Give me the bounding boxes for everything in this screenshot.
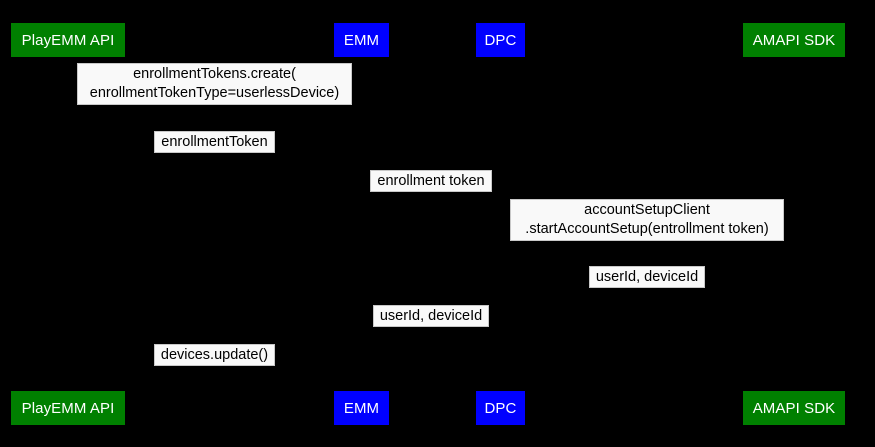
participant-amapi-sdk-top[interactable]: AMAPI SDK [743, 23, 845, 57]
arrow-msg-start-account-setup [500, 247, 794, 248]
arrowhead-msg-enrollment-token-return [353, 155, 362, 163]
arrowhead-msg-enrollment-token [492, 194, 501, 202]
participant-emm-top[interactable]: EMM [334, 23, 389, 57]
arrowhead-msg-start-account-setup [786, 243, 794, 251]
arrow-msg-userid-deviceid-dpc-to-emm [361, 333, 501, 334]
participant-dpc-bottom[interactable]: DPC [476, 391, 525, 425]
arrow-msg-enrollment-token [361, 198, 501, 199]
arrow-msg-enrollment-token-return [68, 159, 362, 160]
msg-enrollment-token: enrollment token [370, 170, 492, 192]
msg-userid-deviceid-sdk-to-dpc: userId, deviceId [589, 266, 705, 288]
msg-userid-deviceid-dpc-to-emm: userId, deviceId [373, 305, 489, 327]
participant-playemm-api-top[interactable]: PlayEMM API [11, 23, 125, 57]
msg-start-account-setup: accountSetupClient .startAccountSetup(en… [510, 199, 784, 241]
arrowhead-msg-devices-update [361, 368, 370, 376]
msg-enrollment-token-return: enrollmentToken [154, 131, 275, 153]
arrowhead-msg-enrollment-tokens-create [361, 107, 370, 115]
arrowhead-msg-userid-deviceid-sdk-to-dpc [794, 290, 802, 298]
msg-devices-update: devices.update() [154, 344, 275, 366]
lifeline-emm [362, 57, 363, 391]
participant-amapi-sdk-bottom[interactable]: AMAPI SDK [743, 391, 845, 425]
lifeline-dpc [501, 57, 502, 391]
participant-playemm-api-bottom[interactable]: PlayEMM API [11, 391, 125, 425]
participant-emm-bottom[interactable]: EMM [334, 391, 389, 425]
participant-dpc-top[interactable]: DPC [476, 23, 525, 57]
lifeline-playemm-api [68, 57, 69, 391]
arrow-msg-enrollment-tokens-create [68, 111, 362, 112]
arrowhead-msg-userid-deviceid-dpc-to-emm [500, 329, 509, 337]
arrow-msg-devices-update [68, 372, 362, 373]
msg-enrollment-tokens-create: enrollmentTokens.create( enrollmentToken… [77, 63, 352, 105]
arrow-msg-userid-deviceid-sdk-to-dpc [500, 294, 794, 295]
lifeline-amapi-sdk [794, 57, 795, 391]
